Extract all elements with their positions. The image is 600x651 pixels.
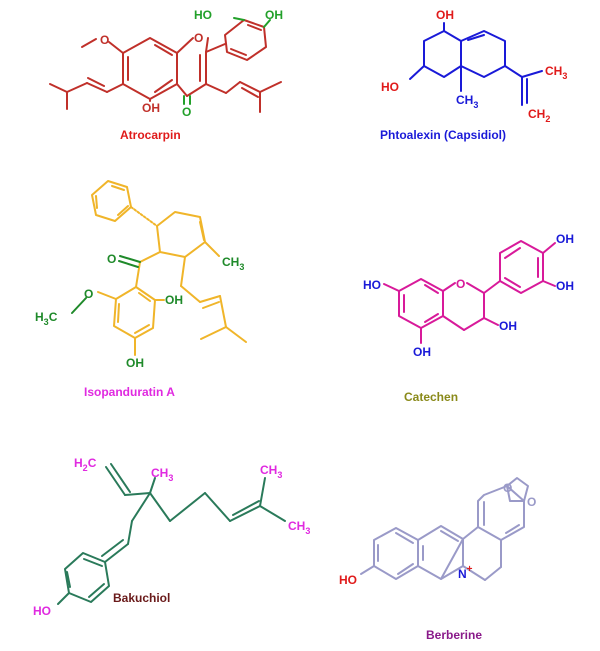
catechin-name: Catechen <box>404 390 458 404</box>
isopanduratin-oh-2: OH <box>126 356 144 370</box>
berberine-oxygen-1: O <box>503 481 512 495</box>
atrocarpin-oh-label: OH <box>265 8 283 22</box>
atrocarpin-carbonyl-oxygen: O <box>182 105 191 119</box>
atrocarpin-ring-oxygen: O <box>194 31 203 45</box>
atrocarpin-ho-label: HO <box>194 8 212 22</box>
isopanduratin-ch3: CH3 <box>222 255 244 272</box>
bakuchiol-ho: HO <box>33 604 51 618</box>
atrocarpin-structure: HO OH O O OH O Atrocarpin <box>49 8 283 142</box>
capsidiol-structure: OH HO CH3 CH3 CH2 Phtoalexin (Capsidiol) <box>380 8 567 142</box>
berberine-nitrogen: N+ <box>458 564 473 581</box>
isopanduratin-methoxy-oxygen: O <box>84 287 93 301</box>
catechin-structure: OH OH HO O OH OH Catechen <box>363 232 574 404</box>
bakuchiol-structure: H2C CH3 CH3 CH3 HO Bakuchiol <box>33 456 310 618</box>
capsidiol-ho-left: HO <box>381 80 399 94</box>
berberine-structure: O O N+ HO Berberine <box>339 477 536 642</box>
capsidiol-ch3-ring: CH3 <box>456 93 478 110</box>
capsidiol-ch2: CH2 <box>528 107 550 124</box>
isopanduratin-name: Isopanduratin A <box>84 385 175 399</box>
isopanduratin-oh-1: OH <box>165 293 183 307</box>
atrocarpin-name: Atrocarpin <box>120 128 181 142</box>
atrocarpin-oh-bottom: OH <box>142 101 160 115</box>
catechin-oh-3: OH <box>499 319 517 333</box>
bakuchiol-name: Bakuchiol <box>113 591 170 605</box>
capsidiol-oh-top: OH <box>436 8 454 22</box>
catechin-oh-4: OH <box>413 345 431 359</box>
catechin-oh-2: OH <box>556 279 574 293</box>
isopanduratin-h3c: H3C <box>35 310 58 327</box>
capsidiol-ch3-side: CH3 <box>545 64 567 81</box>
catechin-ho: HO <box>363 278 381 292</box>
catechin-oh-1: OH <box>556 232 574 246</box>
berberine-name: Berberine <box>426 628 482 642</box>
catechin-ring-oxygen: O <box>456 277 465 291</box>
berberine-ho: HO <box>339 573 357 587</box>
bakuchiol-ch3-a: CH3 <box>260 463 282 480</box>
atrocarpin-methoxy-oxygen: O <box>100 33 109 47</box>
bakuchiol-ch3-quat: CH3 <box>151 466 173 483</box>
capsidiol-name: Phtoalexin (Capsidiol) <box>380 128 506 142</box>
bakuchiol-ch3-b: CH3 <box>288 519 310 536</box>
berberine-oxygen-2: O <box>527 495 536 509</box>
bakuchiol-h2c: H2C <box>74 456 97 473</box>
isopanduratin-carbonyl-oxygen: O <box>107 252 116 266</box>
isopanduratin-structure: O CH3 O H3C OH OH Isopanduratin A <box>35 180 247 399</box>
